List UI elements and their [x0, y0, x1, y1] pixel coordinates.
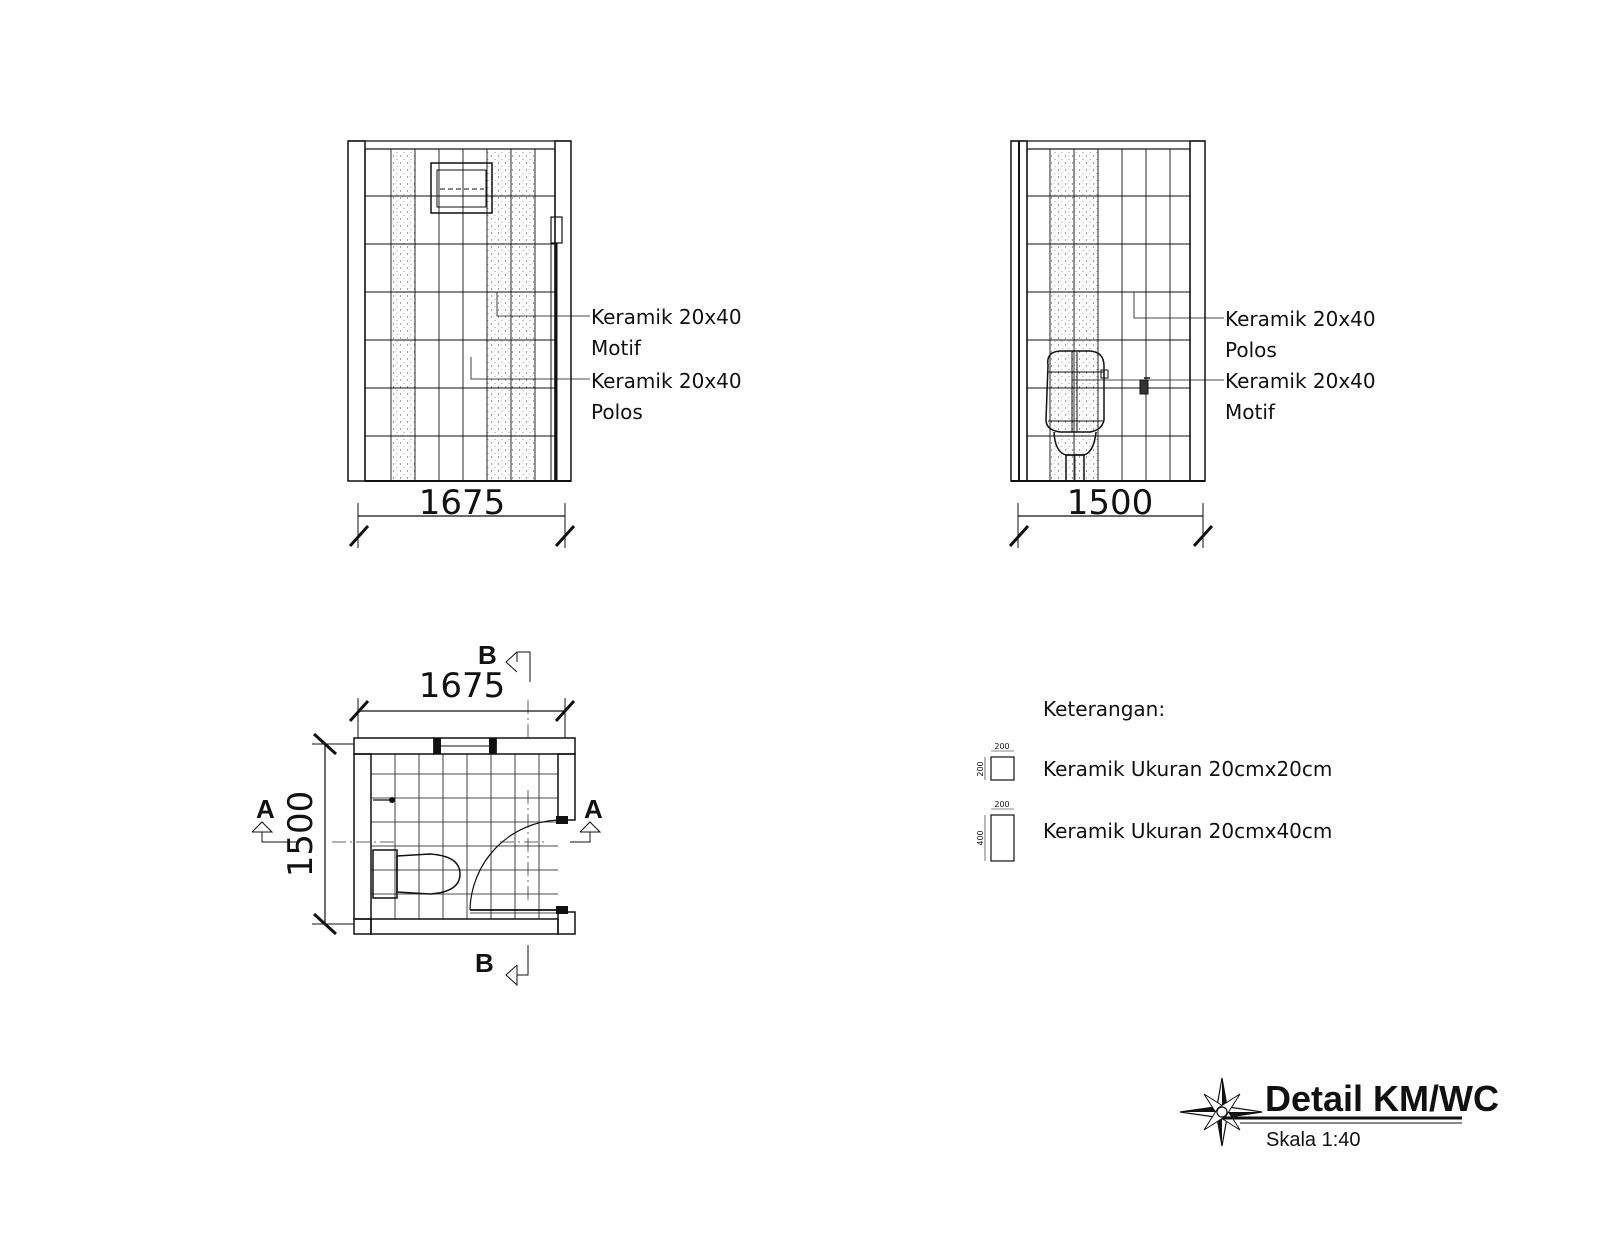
plan-width-dimension: 1675 [419, 666, 506, 706]
drawing-scale: Skala 1:40 [1266, 1129, 1361, 1151]
section-label-a-left: A [256, 794, 275, 824]
legend-item-1-label: Keramik Ukuran 20cmx20cm [1043, 757, 1332, 781]
section-label-a-right: A [584, 794, 603, 824]
section-marker-a-left [251, 821, 300, 843]
front-label-1-line1: Keramik 20x40 [591, 305, 742, 329]
legend [984, 750, 1015, 862]
legend-heading: Keterangan: [1043, 697, 1165, 721]
section-label-b-bottom: B [475, 948, 494, 978]
front-label-2-line2: Polos [591, 400, 643, 424]
section-marker-b-top [505, 651, 531, 682]
compass-rose-icon [1179, 1077, 1263, 1147]
legend-item-1-height: 200 [976, 761, 985, 776]
front-label-1-line2: Motif [591, 336, 642, 360]
front-elevation [347, 140, 590, 548]
plan-depth-dimension: 1500 [281, 791, 321, 878]
legend-item-2-label: Keramik Ukuran 20cmx40cm [1043, 819, 1332, 843]
legend-item-1-width: 200 [994, 742, 1009, 751]
side-width-dimension: 1500 [1067, 483, 1154, 523]
section-marker-a-right [570, 821, 602, 843]
section-label-b-top: B [478, 640, 497, 670]
legend-swatch-20x40 [990, 814, 1015, 862]
legend-item-2-height: 400 [976, 830, 985, 845]
section-marker-b-bottom [505, 945, 529, 987]
legend-item-2-width: 200 [994, 800, 1009, 809]
floor-plan [251, 651, 602, 987]
drawing-title: Detail KM/WC [1265, 1078, 1499, 1119]
toilet-side-view [1045, 350, 1109, 482]
side-label-1-line1: Keramik 20x40 [1225, 307, 1376, 331]
legend-swatch-20x20 [990, 756, 1015, 781]
toilet-plan-icon [372, 849, 461, 899]
front-width-dimension: 1675 [419, 483, 506, 523]
front-label-2-line1: Keramik 20x40 [591, 369, 742, 393]
side-label-2-line2: Motif [1225, 400, 1276, 424]
side-label-1-line2: Polos [1225, 338, 1277, 362]
side-elevation [1008, 140, 1224, 548]
side-label-2-line1: Keramik 20x40 [1225, 369, 1376, 393]
